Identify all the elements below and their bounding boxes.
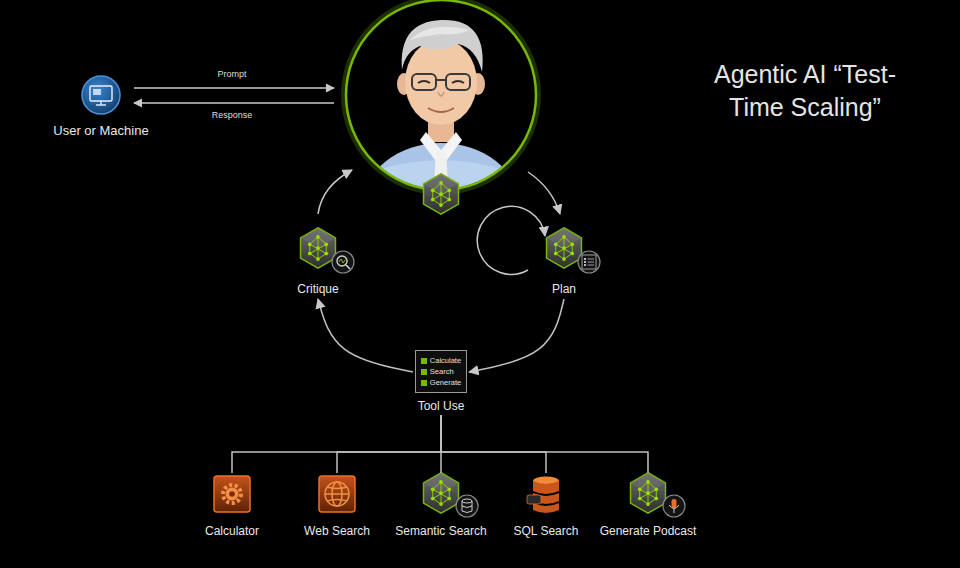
tool-list-box: CalculateSearchGenerate <box>415 350 467 393</box>
node-label: Semantic Search <box>395 524 486 539</box>
tool-node: Web Search <box>304 474 370 539</box>
tool-list-item: Generate <box>430 378 461 387</box>
tool-use-node: CalculateSearchGenerateTool Use <box>415 350 467 414</box>
cycle-arrow <box>318 170 352 214</box>
tool-node: Calculator <box>205 474 259 539</box>
node-label: User or Machine <box>53 123 148 138</box>
plan-icon <box>547 228 600 273</box>
web-search-icon <box>319 476 355 512</box>
response-arrow <box>134 102 334 103</box>
tool-list-item: Calculate <box>430 356 461 365</box>
arrow-label: Response <box>212 110 253 121</box>
node-label: Calculator <box>205 524 259 539</box>
diagram-title: Agentic AI “Test-Time Scaling” <box>690 58 920 124</box>
tool-list-item: Search <box>430 367 454 376</box>
generate-podcast-icon <box>631 473 685 517</box>
tool-node: Semantic Search <box>395 474 486 539</box>
node-label: Critique <box>293 282 343 297</box>
plan-node: Plan <box>539 226 589 297</box>
connector <box>469 299 564 372</box>
connector <box>318 299 413 372</box>
bullet-square <box>421 358 427 364</box>
bullet-square <box>421 369 427 375</box>
user-node: User or Machine <box>53 76 148 138</box>
plan-loop <box>477 206 545 274</box>
critique-node: Critique <box>293 226 343 297</box>
user-icon <box>82 76 120 114</box>
calculator-icon <box>214 476 250 512</box>
critique-icon <box>301 228 354 273</box>
tool-list-row: Search <box>421 366 461 377</box>
connector <box>232 415 441 473</box>
bullet-square <box>421 380 427 386</box>
tool-list-row: Generate <box>421 377 461 388</box>
prompt-arrow <box>134 87 334 88</box>
arrow-label: Prompt <box>217 69 246 80</box>
tool-list-row: Calculate <box>421 355 461 366</box>
node-label: Web Search <box>304 524 370 539</box>
cycle-arrow <box>528 172 560 214</box>
connector <box>441 415 648 473</box>
node-label: SQL Search <box>514 524 579 539</box>
node-label: Generate Podcast <box>600 524 697 539</box>
sql-search-icon <box>527 477 559 514</box>
avatar-illustration <box>340 0 542 267</box>
node-label: Plan <box>539 282 589 297</box>
connector <box>337 415 441 473</box>
connector <box>441 415 546 473</box>
node-label: Tool Use <box>415 399 467 414</box>
semantic-search-icon <box>424 473 478 517</box>
tool-node: Generate Podcast <box>600 474 697 539</box>
tool-node: SQL Search <box>514 474 579 539</box>
